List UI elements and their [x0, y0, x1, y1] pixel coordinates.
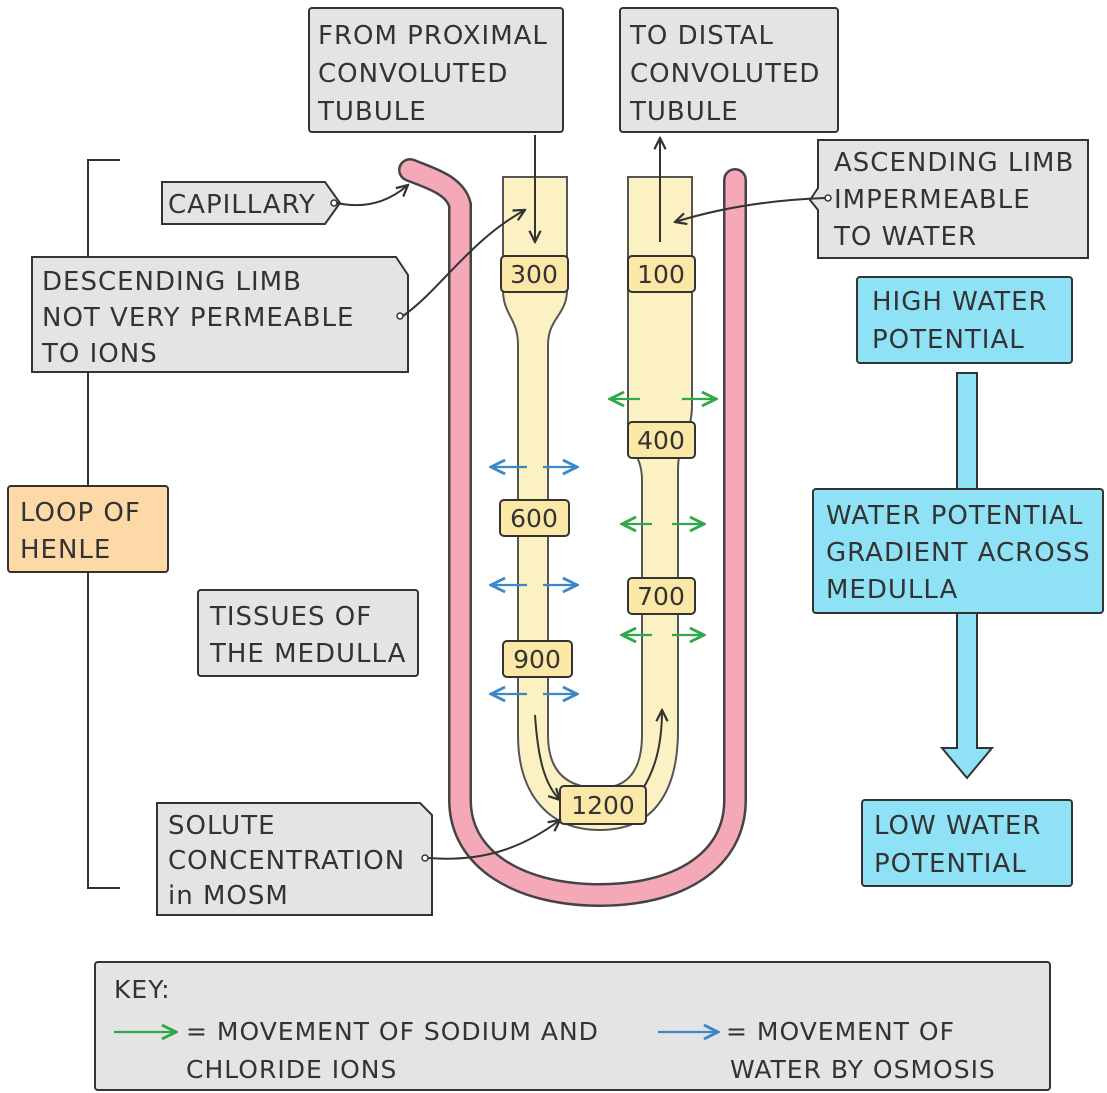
concentration-700: 700: [627, 577, 696, 615]
label-text: TO IONS: [41, 339, 158, 369]
from-proximal-label: FROM PROXIMAL CONVOLUTED TUBULE: [308, 7, 564, 133]
tissues-medulla-label: TISSUES OF THE MEDULLA: [197, 589, 419, 677]
label-text: THE MEDULLA: [209, 639, 406, 669]
concentration-100: 100: [627, 255, 696, 293]
label-text: IMPERMEABLE: [834, 185, 1031, 215]
loop-of-henle-tubule: [502, 176, 693, 832]
label-text: = MOVEMENT OF: [726, 1017, 955, 1046]
label-text: KEY:: [114, 975, 171, 1004]
label-text: TISSUES OF: [209, 602, 372, 632]
capillary-label: CAPILLARY: [161, 181, 408, 225]
label-text: 100: [637, 260, 685, 289]
label-text: 300: [510, 260, 558, 289]
label-text: GRADIENT ACROSS: [826, 538, 1091, 568]
label-text: TO DISTAL: [629, 21, 774, 51]
concentration-900: 900: [502, 640, 573, 678]
flow-arrows: [535, 135, 662, 800]
label-text: TO WATER: [833, 222, 977, 252]
label-text: CONCENTRATION: [168, 846, 405, 876]
label-text: HIGH WATER: [872, 287, 1048, 317]
concentration-600: 600: [499, 499, 570, 537]
label-text: WATER POTENTIAL: [826, 501, 1083, 531]
label-text: LOW WATER: [874, 811, 1041, 841]
label-text: SOLUTE: [168, 811, 276, 841]
label-text: WATER BY OSMOSIS: [730, 1055, 996, 1084]
descending-limb-label: DESCENDING LIMB NOT VERY PERMEABLE TO IO…: [31, 210, 525, 373]
label-text: 900: [513, 645, 561, 674]
concentration-400: 400: [627, 421, 696, 459]
gradient-label: WATER POTENTIAL GRADIENT ACROSS MEDULLA: [812, 488, 1104, 614]
label-text: 400: [637, 426, 685, 455]
key-panel: KEY: = MOVEMENT OF SODIUM AND CHLORIDE I…: [94, 961, 1051, 1091]
label-text: HENLE: [20, 535, 111, 565]
label-text: 600: [510, 504, 558, 533]
label-text: CAPILLARY: [168, 190, 316, 220]
label-text: NOT VERY PERMEABLE: [42, 303, 354, 333]
label-text: TUBULE: [317, 97, 427, 127]
label-text: MEDULLA: [826, 575, 958, 605]
concentration-1200: 1200: [559, 785, 647, 825]
to-distal-label: TO DISTAL CONVOLUTED TUBULE: [619, 7, 839, 133]
label-text: = MOVEMENT OF SODIUM AND: [186, 1017, 599, 1046]
label-text: in MOSM: [168, 881, 289, 911]
capillary-vessel: [398, 158, 747, 908]
label-text: 1200: [571, 791, 635, 820]
label-text: POTENTIAL: [872, 325, 1025, 355]
high-water-potential-label: HIGH WATER POTENTIAL: [856, 276, 1073, 364]
concentration-300: 300: [500, 255, 569, 293]
solute-concentration-label: SOLUTE CONCENTRATION in MOSM: [156, 802, 560, 916]
label-text: CONVOLUTED: [318, 59, 508, 89]
label-text: CONVOLUTED: [630, 59, 820, 89]
label-text: ASCENDING LIMB: [834, 148, 1074, 178]
label-text: CHLORIDE IONS: [186, 1055, 397, 1084]
loop-of-henle-label: LOOP OF HENLE: [7, 485, 169, 573]
label-text: TUBULE: [629, 97, 739, 127]
label-text: DESCENDING LIMB: [42, 267, 302, 297]
low-water-potential-label: LOW WATER POTENTIAL: [861, 799, 1073, 887]
ascending-limb-label: ASCENDING LIMB IMPERMEABLE TO WATER: [675, 139, 1089, 259]
label-text: 700: [637, 582, 685, 611]
label-text: POTENTIAL: [874, 849, 1027, 879]
label-text: FROM PROXIMAL: [318, 21, 548, 51]
label-text: LOOP OF: [20, 498, 141, 528]
